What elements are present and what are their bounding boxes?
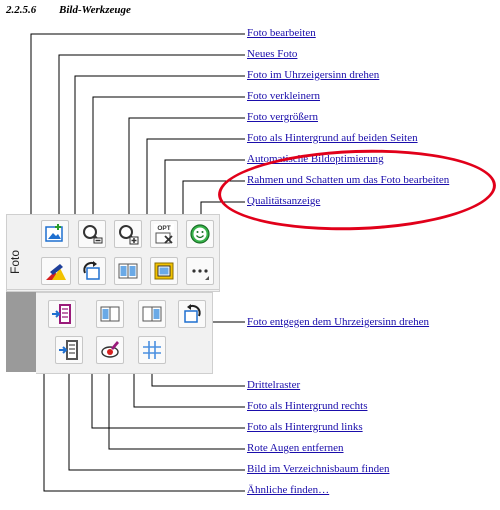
label-hintergrund-beide-seiten[interactable]: Foto als Hintergrund auf beiden Seiten bbox=[247, 132, 418, 144]
rotate-counterclockwise-button[interactable] bbox=[178, 300, 206, 328]
rotate-counterclockwise-icon bbox=[184, 304, 201, 323]
new-photo-button[interactable] bbox=[41, 220, 69, 248]
label-rahmen-und-schatten[interactable]: Rahmen und Schatten um das Foto bearbeit… bbox=[247, 174, 450, 186]
label-qualitaetsanzeige[interactable]: Qualitätsanzeige bbox=[247, 195, 321, 207]
section-heading: 2.2.5.6 Bild-Werkzeuge bbox=[6, 4, 131, 16]
background-right-icon bbox=[142, 306, 162, 322]
new-photo-icon bbox=[45, 224, 63, 242]
red-eye-icon bbox=[101, 341, 119, 358]
document-arrow-icon bbox=[52, 304, 71, 324]
auto-optimize-button[interactable]: OPT bbox=[150, 220, 178, 248]
rule-of-thirds-button[interactable] bbox=[138, 336, 166, 364]
label-neues-foto[interactable]: Neues Foto bbox=[247, 48, 298, 60]
label-foto-vergroessern[interactable]: Foto vergrößern bbox=[247, 111, 318, 123]
auto-optimize-icon: OPT bbox=[154, 224, 174, 244]
section-title: Bild-Werkzeuge bbox=[59, 4, 131, 16]
background-both-sides-button[interactable] bbox=[114, 257, 142, 285]
red-eye-removal-button[interactable] bbox=[96, 336, 124, 364]
quality-indicator-button[interactable] bbox=[186, 220, 214, 248]
zoom-out-icon bbox=[83, 225, 103, 244]
document-arrow-icon bbox=[59, 340, 78, 360]
label-drittelraster[interactable]: Drittelraster bbox=[247, 379, 301, 391]
background-both-sides-icon bbox=[118, 263, 138, 279]
rotate-clockwise-button[interactable] bbox=[78, 257, 106, 285]
label-rote-augen-entfernen[interactable]: Rote Augen entfernen bbox=[247, 442, 344, 454]
background-left-button[interactable] bbox=[96, 300, 124, 328]
edit-photo-button[interactable] bbox=[41, 257, 71, 285]
foto-panel-label: Foto bbox=[8, 250, 22, 275]
label-foto-bearbeiten[interactable]: Foto bearbeiten bbox=[247, 27, 316, 39]
frame-shadow-button[interactable] bbox=[150, 257, 178, 285]
label-foto-verkleinern[interactable]: Foto verkleinern bbox=[247, 90, 321, 102]
label-foto-entgegen-uhrzeigersinn-drehen[interactable]: Foto entgegen dem Uhrzeigersinn drehen bbox=[247, 316, 430, 328]
label-bild-im-verzeichnisbaum-finden[interactable]: Bild im Verzeichnisbaum finden bbox=[247, 463, 390, 475]
more-options-button[interactable] bbox=[186, 257, 214, 285]
label-hintergrund-links[interactable]: Foto als Hintergrund links bbox=[247, 421, 363, 433]
panel-separator bbox=[6, 289, 220, 290]
find-in-tree-button-alt[interactable] bbox=[48, 300, 76, 328]
rotate-clockwise-icon bbox=[83, 261, 100, 280]
grid-icon bbox=[143, 341, 161, 359]
zoom-out-button[interactable] bbox=[78, 220, 106, 248]
quality-smiley-icon bbox=[190, 224, 210, 244]
label-hintergrund-rechts[interactable]: Foto als Hintergrund rechts bbox=[247, 400, 368, 412]
edit-photo-icon bbox=[46, 264, 66, 280]
svg-text:OPT: OPT bbox=[157, 225, 170, 232]
find-in-tree-button[interactable] bbox=[55, 336, 83, 364]
panel-side-bar bbox=[6, 292, 36, 372]
label-aehnliche-finden[interactable]: Ähnliche finden… bbox=[247, 484, 330, 496]
background-left-icon bbox=[100, 306, 120, 322]
zoom-in-button[interactable] bbox=[114, 220, 142, 248]
label-foto-im-uhrzeigersinn-drehen[interactable]: Foto im Uhrzeigersinn drehen bbox=[247, 69, 380, 81]
background-right-button[interactable] bbox=[138, 300, 166, 328]
zoom-in-icon bbox=[119, 225, 139, 245]
label-automatische-bildoptimierung[interactable]: Automatische Bildoptimierung bbox=[247, 153, 384, 165]
more-options-icon bbox=[192, 269, 209, 280]
frame-shadow-icon bbox=[154, 262, 174, 280]
section-number: 2.2.5.6 bbox=[6, 4, 37, 16]
